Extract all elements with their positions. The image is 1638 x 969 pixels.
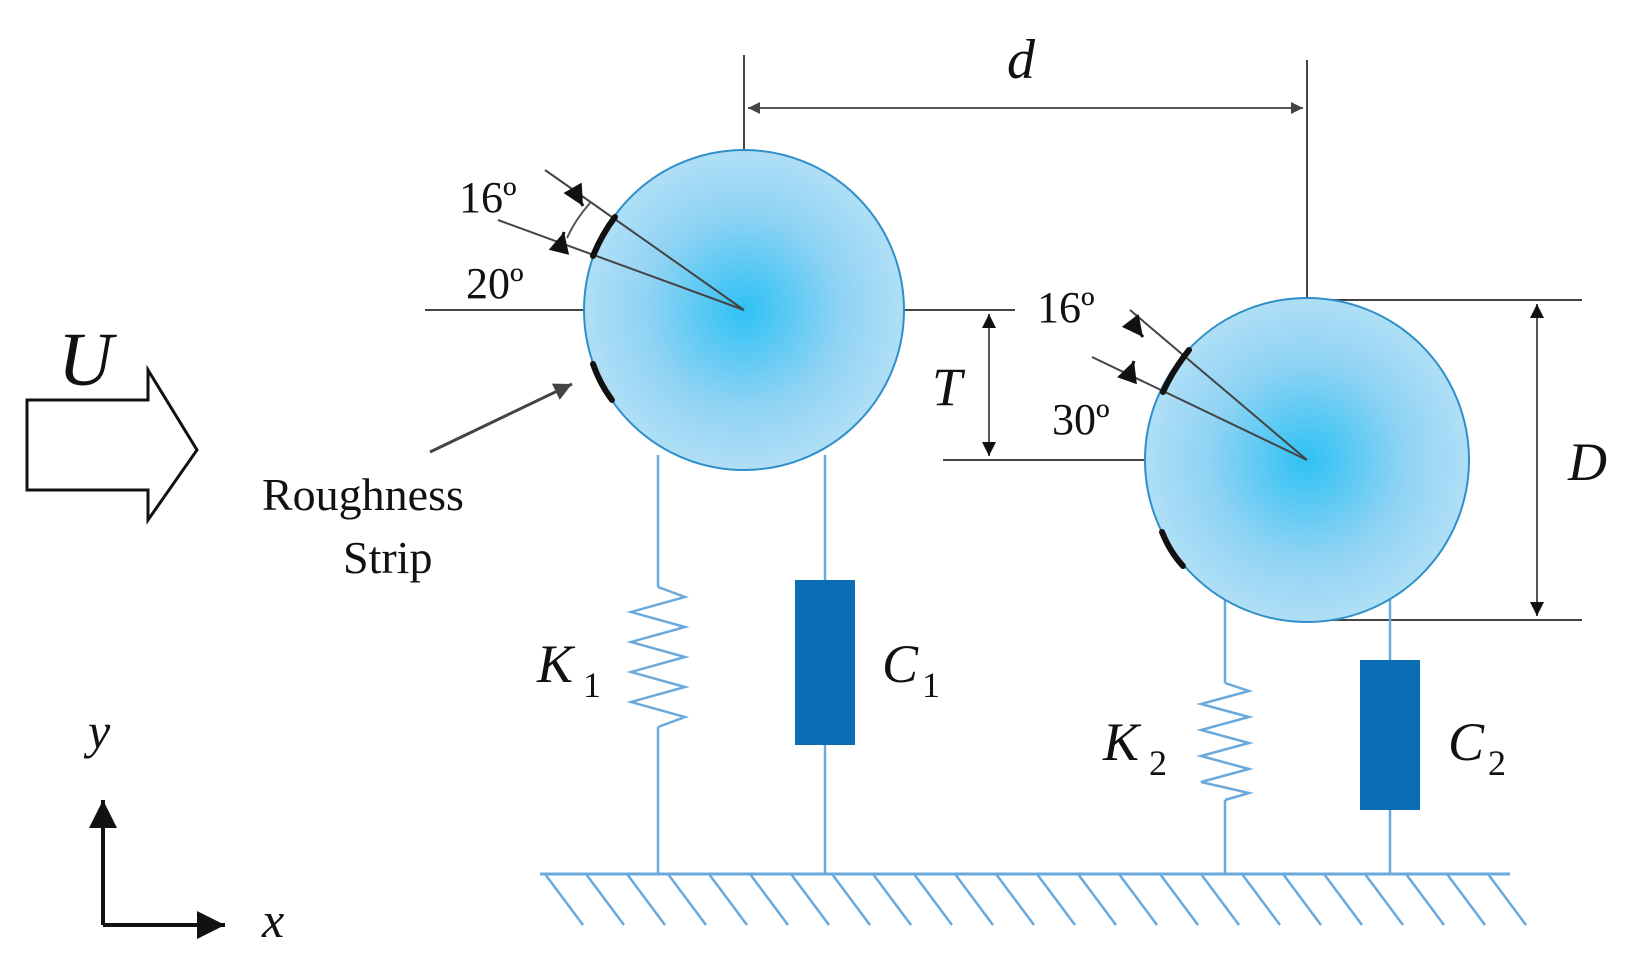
coordinate-axes: [89, 800, 225, 939]
ground-hatch-line: [789, 873, 831, 926]
ground-hatch-line: [1281, 873, 1323, 926]
offset-label: T: [932, 357, 966, 417]
spring-k1: [626, 585, 690, 729]
damper-c1-label: C: [882, 634, 919, 694]
ground-hatch-line: [871, 873, 913, 926]
ground-hatch-line: [748, 873, 790, 926]
damper-c1-subscript: 1: [922, 665, 940, 705]
ground-hatch-line: [1445, 873, 1487, 926]
spacing-label: d: [1007, 29, 1036, 91]
roughness-pointer: [429, 382, 573, 454]
ground-hatch-line: [1363, 873, 1405, 926]
upstream-roughness-strip-top: [590, 214, 618, 259]
downstream-angle-top: 16º: [1037, 283, 1095, 332]
downstream-supports: [1196, 600, 1420, 874]
downstream-angle-bottom: 30º: [1052, 395, 1110, 444]
upstream-supports: [626, 455, 855, 874]
upstream-angle-top: 16º: [459, 173, 517, 222]
ground-hatch-line: [584, 873, 626, 926]
ground-hatch-line: [1486, 873, 1528, 926]
ground-hatch-line: [912, 873, 954, 926]
flow-label: U: [58, 318, 117, 402]
damper-c1: [795, 580, 855, 745]
ground: [540, 872, 1528, 926]
ground-hatch-line: [707, 873, 749, 926]
ground-hatch-line: [666, 873, 708, 926]
roughness-label-line1: Roughness: [262, 469, 464, 520]
upstream-angle-rays: [497, 169, 745, 311]
spring-k1-label: K: [536, 634, 576, 694]
upstream-roughness-strip-bottom: [590, 361, 615, 403]
roughness-label-line2: Strip: [343, 532, 432, 583]
y-axis-label: y: [83, 703, 111, 759]
ground-hatch-line: [994, 873, 1036, 926]
ground-hatch-line: [1035, 873, 1077, 926]
diameter-label: D: [1567, 432, 1607, 492]
ground-hatch-line: [1240, 873, 1282, 926]
upstream-angle-bottom: 20º: [466, 259, 524, 308]
downstream-roughness-strip-bottom: [1159, 529, 1186, 569]
spring-k2: [1196, 681, 1254, 802]
downstream-angle-rays: [1091, 309, 1308, 461]
ground-hatch-line: [1158, 873, 1200, 926]
ground-hatch-line: [1117, 873, 1159, 926]
spring-k2-subscript: 2: [1149, 743, 1167, 783]
ground-hatch-line: [543, 873, 585, 926]
ground-hatch-line: [1199, 873, 1241, 926]
flow-arrow: [25, 364, 199, 525]
damper-c2: [1360, 660, 1420, 810]
ground-hatch-line: [953, 873, 995, 926]
downstream-roughness-strip-top: [1160, 347, 1192, 395]
x-axis-label: x: [261, 892, 284, 948]
damper-c2-label: C: [1448, 712, 1485, 772]
ground-hatch-line: [625, 873, 667, 926]
damper-c2-subscript: 2: [1488, 743, 1506, 783]
spring-k2-label: K: [1102, 712, 1142, 772]
spring-k1-subscript: 1: [583, 665, 601, 705]
ground-hatch-line: [830, 873, 872, 926]
ground-hatch-line: [1076, 873, 1118, 926]
ground-hatch-line: [1322, 873, 1364, 926]
ground-hatch-line: [1404, 873, 1446, 926]
